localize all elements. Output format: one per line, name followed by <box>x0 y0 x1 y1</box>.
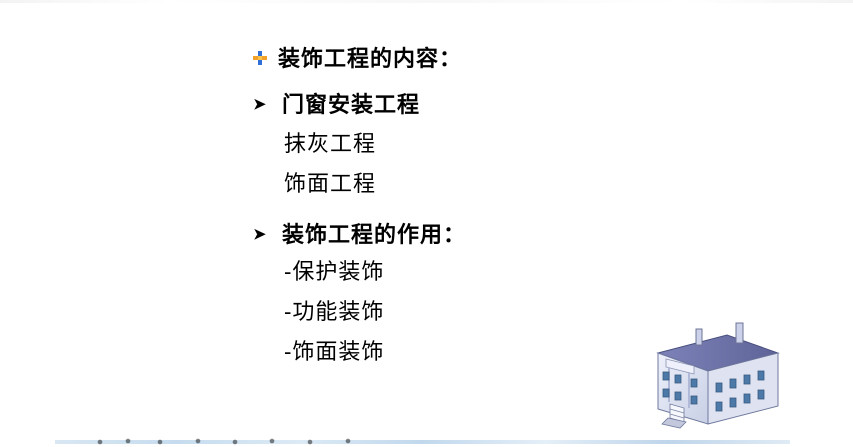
purpose-item-text-3: -饰面装饰 <box>284 340 385 365</box>
plus-bullet-icon <box>252 50 268 66</box>
purpose-item-text-1: -保护装饰 <box>284 260 385 285</box>
sub-item-text-1: 抹灰工程 <box>284 132 377 157</box>
installation-text: 门窗安装工程 <box>282 92 421 118</box>
house-illustration <box>644 322 794 432</box>
purpose-heading-text: 装饰工程的作用： <box>282 222 467 248</box>
sub-item-text-2: 饰面工程 <box>284 172 377 197</box>
content-heading-text: 装饰工程的内容： <box>278 46 463 72</box>
arrow-right-icon: ➤ <box>253 225 267 243</box>
slide-content: 装饰工程的内容： ➤ 门窗安装工程 抹灰工程 饰面工程 ➤ 装饰工程的作用： -… <box>248 43 668 383</box>
arrow-right-icon: ➤ <box>253 95 267 113</box>
bottom-blue-strip <box>55 440 790 444</box>
bottom-decorative-band <box>0 438 853 447</box>
top-edge-strip <box>0 0 853 3</box>
purpose-item-text-2: -功能装饰 <box>284 300 385 325</box>
bottom-dot-strip <box>90 438 390 447</box>
